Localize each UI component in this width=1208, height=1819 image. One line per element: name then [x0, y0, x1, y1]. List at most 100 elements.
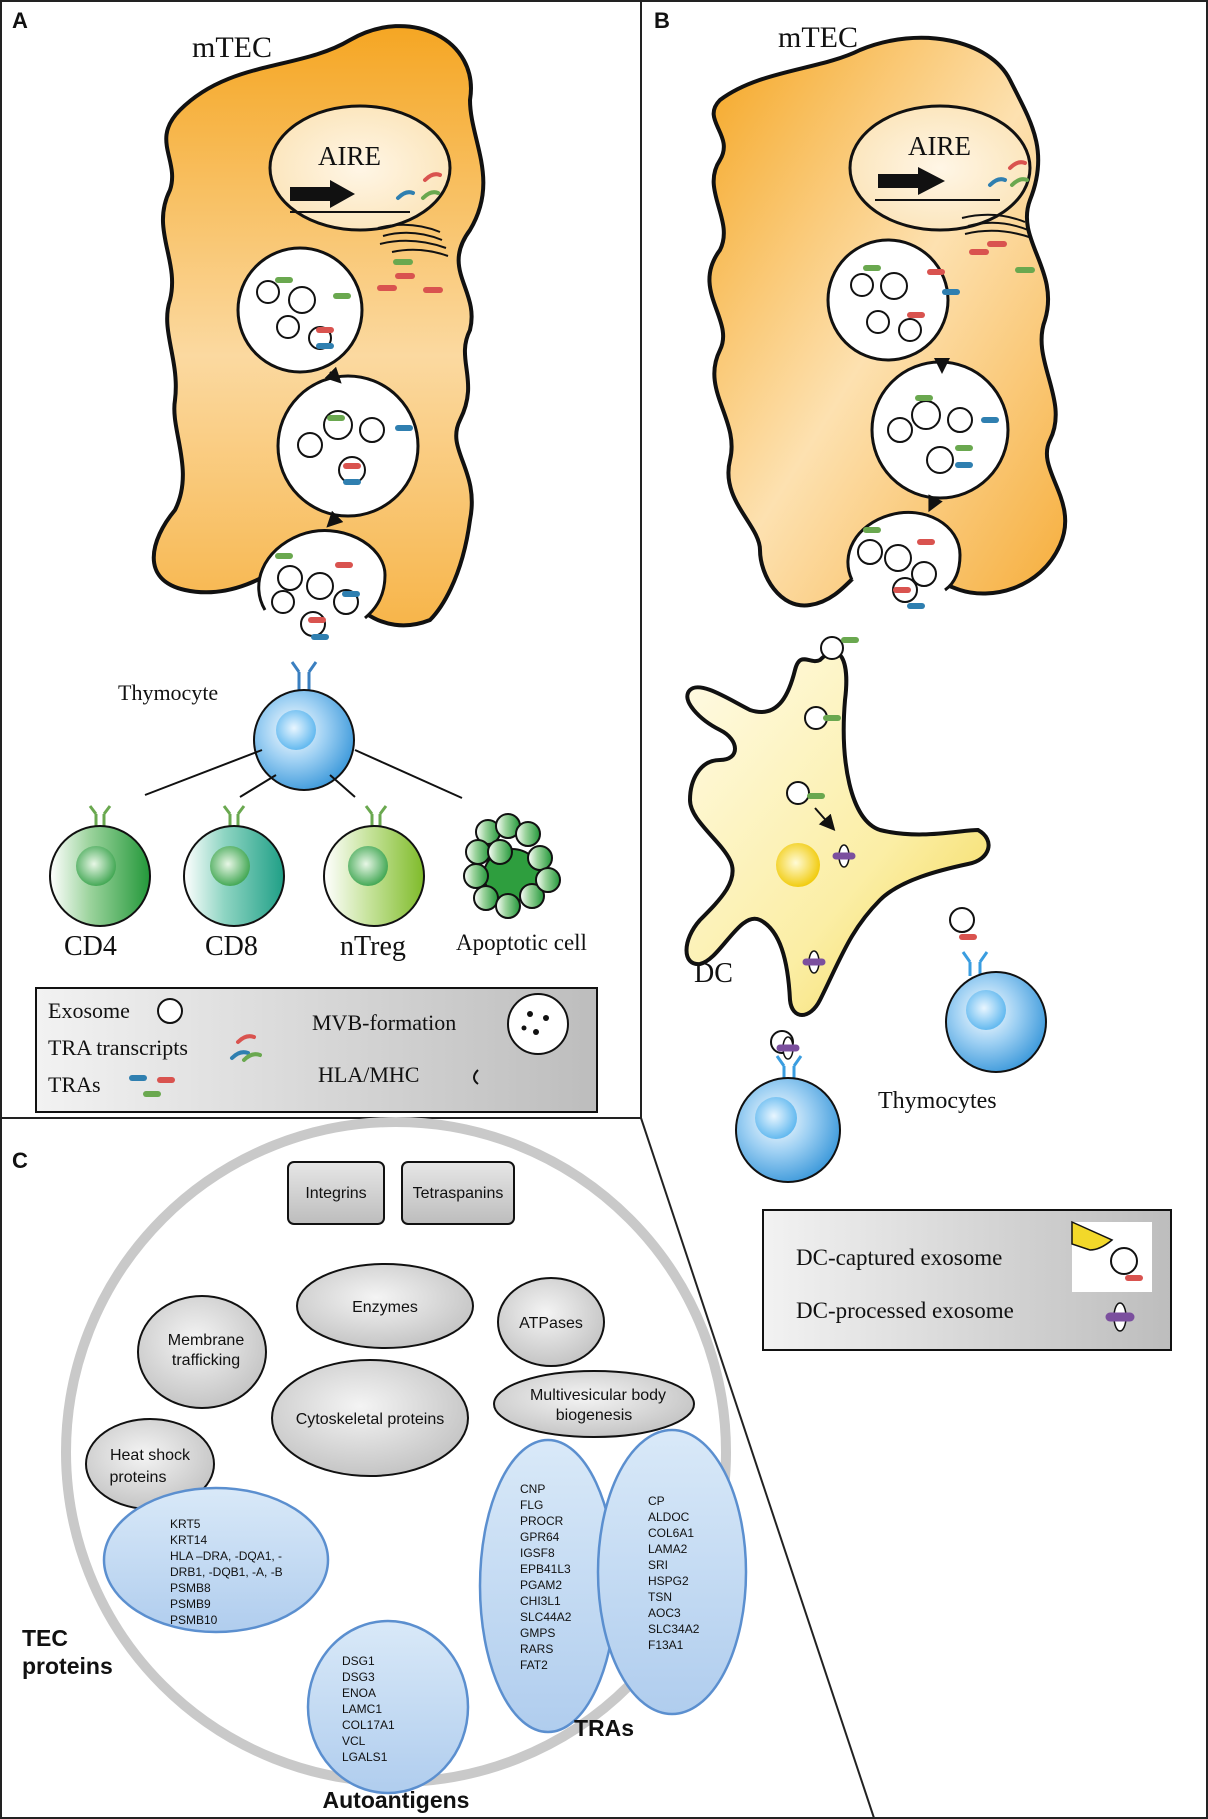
dc-label: DC [694, 958, 733, 989]
tras-right-ellipse [596, 1428, 748, 1716]
mvb-biogenesis-label-1: Multivesicular body [530, 1387, 666, 1404]
mvb-b-1 [826, 238, 950, 362]
mvb-arrow-b-2 [928, 494, 943, 513]
tec-protein-item: KRT14 [170, 1533, 207, 1547]
membrane-trafficking-label-2: trafficking [172, 1352, 240, 1369]
legend-exosome-symbol [157, 998, 183, 1024]
fate-label-cd8: CD8 [205, 931, 258, 962]
membrane-trafficking-ellipse [137, 1295, 267, 1409]
mvb-a-2 [276, 374, 420, 518]
tra-item: CP [648, 1494, 665, 1508]
tra-item: F13A1 [648, 1638, 684, 1652]
legend-hla-symbol [473, 1069, 479, 1085]
autoantigen-item: LGALS1 [342, 1750, 388, 1764]
dc-nucleus [776, 843, 820, 887]
tra-item: IGSF8 [520, 1546, 555, 1560]
legend-b: DC-captured exosome DC-processed exosome [762, 1209, 1172, 1351]
autoantigen-item: DSG1 [342, 1654, 375, 1668]
heat-shock-label-1: Heat shock [110, 1447, 191, 1464]
thymocyte-nucleus [276, 710, 316, 750]
tec-protein-item: HLA –DRA, -DQA1, - [170, 1549, 282, 1563]
er-golgi-b [961, 213, 1033, 239]
panel-a: A mTEC AIRE [12, 8, 598, 1113]
autoantigens-ellipse [306, 1619, 470, 1795]
tra-item: PGAM2 [520, 1578, 562, 1592]
panel-c-letter: C [12, 1148, 28, 1173]
mvb-biogenesis-label-2: biogenesis [556, 1407, 633, 1424]
panel-b-letter: B [654, 8, 670, 33]
fate-label-apoptotic: Apoptotic cell [456, 930, 587, 955]
autoantigen-item: COL17A1 [342, 1718, 395, 1732]
tra-item: ALDOC [648, 1510, 690, 1524]
tra-item: CNP [520, 1482, 545, 1496]
panel-b: B mTEC AIRE [654, 8, 1172, 1351]
tra-item: SLC44A2 [520, 1610, 572, 1624]
tra-item: GPR64 [520, 1530, 560, 1544]
aire-label-a: AIRE [318, 141, 381, 171]
cd4-cell [49, 805, 151, 927]
legend-captured-label: DC-captured exosome [796, 1245, 1002, 1270]
tras-title: TRAs [574, 1715, 634, 1741]
tra-item: LAMA2 [648, 1542, 688, 1556]
panel-a-letter: A [12, 8, 28, 33]
cytoskeletal-label: Cytoskeletal proteins [296, 1411, 445, 1428]
tec-proteins-title-1: TEC [22, 1625, 68, 1651]
mvb-biogenesis-ellipse [493, 1370, 695, 1438]
promoter-arrow-b [878, 167, 945, 195]
atpases-label: ATPases [519, 1315, 583, 1332]
tra-item: EPB41L3 [520, 1562, 571, 1576]
fate-label-ntreg: nTreg [340, 931, 406, 962]
tra-item: TSN [648, 1590, 672, 1604]
tetraspanins-label: Tetraspanins [413, 1185, 504, 1202]
dendritic-cell [684, 650, 991, 1017]
tra-item: COL6A1 [648, 1526, 694, 1540]
ntreg-cell [323, 805, 425, 927]
apoptotic-cell [463, 813, 561, 919]
enzymes-label: Enzymes [352, 1299, 418, 1316]
integrins-label: Integrins [305, 1185, 366, 1202]
thymocyte-b-bottom [735, 1055, 841, 1183]
thymocyte-label: Thymocyte [118, 680, 218, 705]
tra-item: PROCR [520, 1514, 564, 1528]
tra-item: RARS [520, 1642, 553, 1656]
tra-peptides-a [275, 259, 443, 640]
legend-exosome-label: Exosome [48, 998, 130, 1023]
legend-a: Exosome TRA transcripts TRAs MVB-formati… [35, 987, 598, 1113]
panel-c: C Integrins Tetraspanins Enzymes ATPases… [12, 1117, 748, 1813]
tra-item: FAT2 [520, 1658, 548, 1672]
transcripts-b [988, 160, 1029, 187]
legend-transcript-symbol [230, 1034, 262, 1062]
fate-lines [144, 749, 463, 799]
tec-proteins-title-2: proteins [22, 1653, 113, 1679]
tra-item: CHI3L1 [520, 1594, 561, 1608]
fate-label-cd4: CD4 [64, 931, 117, 962]
tec-protein-item: DRB1, -DQB1, -A, -B [170, 1565, 283, 1579]
legend-tras-label: TRAs [48, 1072, 101, 1097]
cd8-cell [183, 805, 285, 927]
dc-processing-arrow [814, 807, 836, 831]
membrane-box-integrins: Integrins [287, 1161, 385, 1225]
tec-protein-item: PSMB9 [170, 1597, 211, 1611]
membrane-trafficking-label-1: Membrane [168, 1332, 245, 1349]
autoantigens-list: DSG1 DSG3 ENOA LAMC1 COL17A1 VCL LGALS1 [342, 1654, 395, 1764]
legend-processed-label: DC-processed exosome [796, 1298, 1014, 1323]
legend-mvb-symbol [507, 993, 569, 1055]
autoantigen-item: VCL [342, 1734, 366, 1748]
mtec-label-a: mTEC [192, 31, 272, 64]
heat-shock-label-2: proteins [110, 1469, 167, 1486]
cytoskeletal-ellipse [271, 1359, 469, 1477]
tra-item: SRI [648, 1558, 668, 1572]
legend-tras-symbol [129, 1075, 175, 1097]
dc-processed-exosomes [776, 844, 856, 1060]
mvb-arrow-a-2 [326, 510, 344, 528]
autoantigen-item: DSG3 [342, 1670, 375, 1684]
atpases-ellipse [497, 1277, 605, 1367]
dc-peptides [807, 637, 977, 940]
aire-nucleus-b [848, 104, 1032, 232]
tras-left-list: CNP FLG PROCR GPR64 IGSF8 EPB41L3 PGAM2 … [520, 1482, 572, 1672]
legend-hla-label: HLA/MHC [318, 1062, 419, 1087]
tec-proteins-ellipse [102, 1486, 330, 1634]
transcripts-a [396, 172, 442, 200]
tra-item: HSPG2 [648, 1574, 689, 1588]
